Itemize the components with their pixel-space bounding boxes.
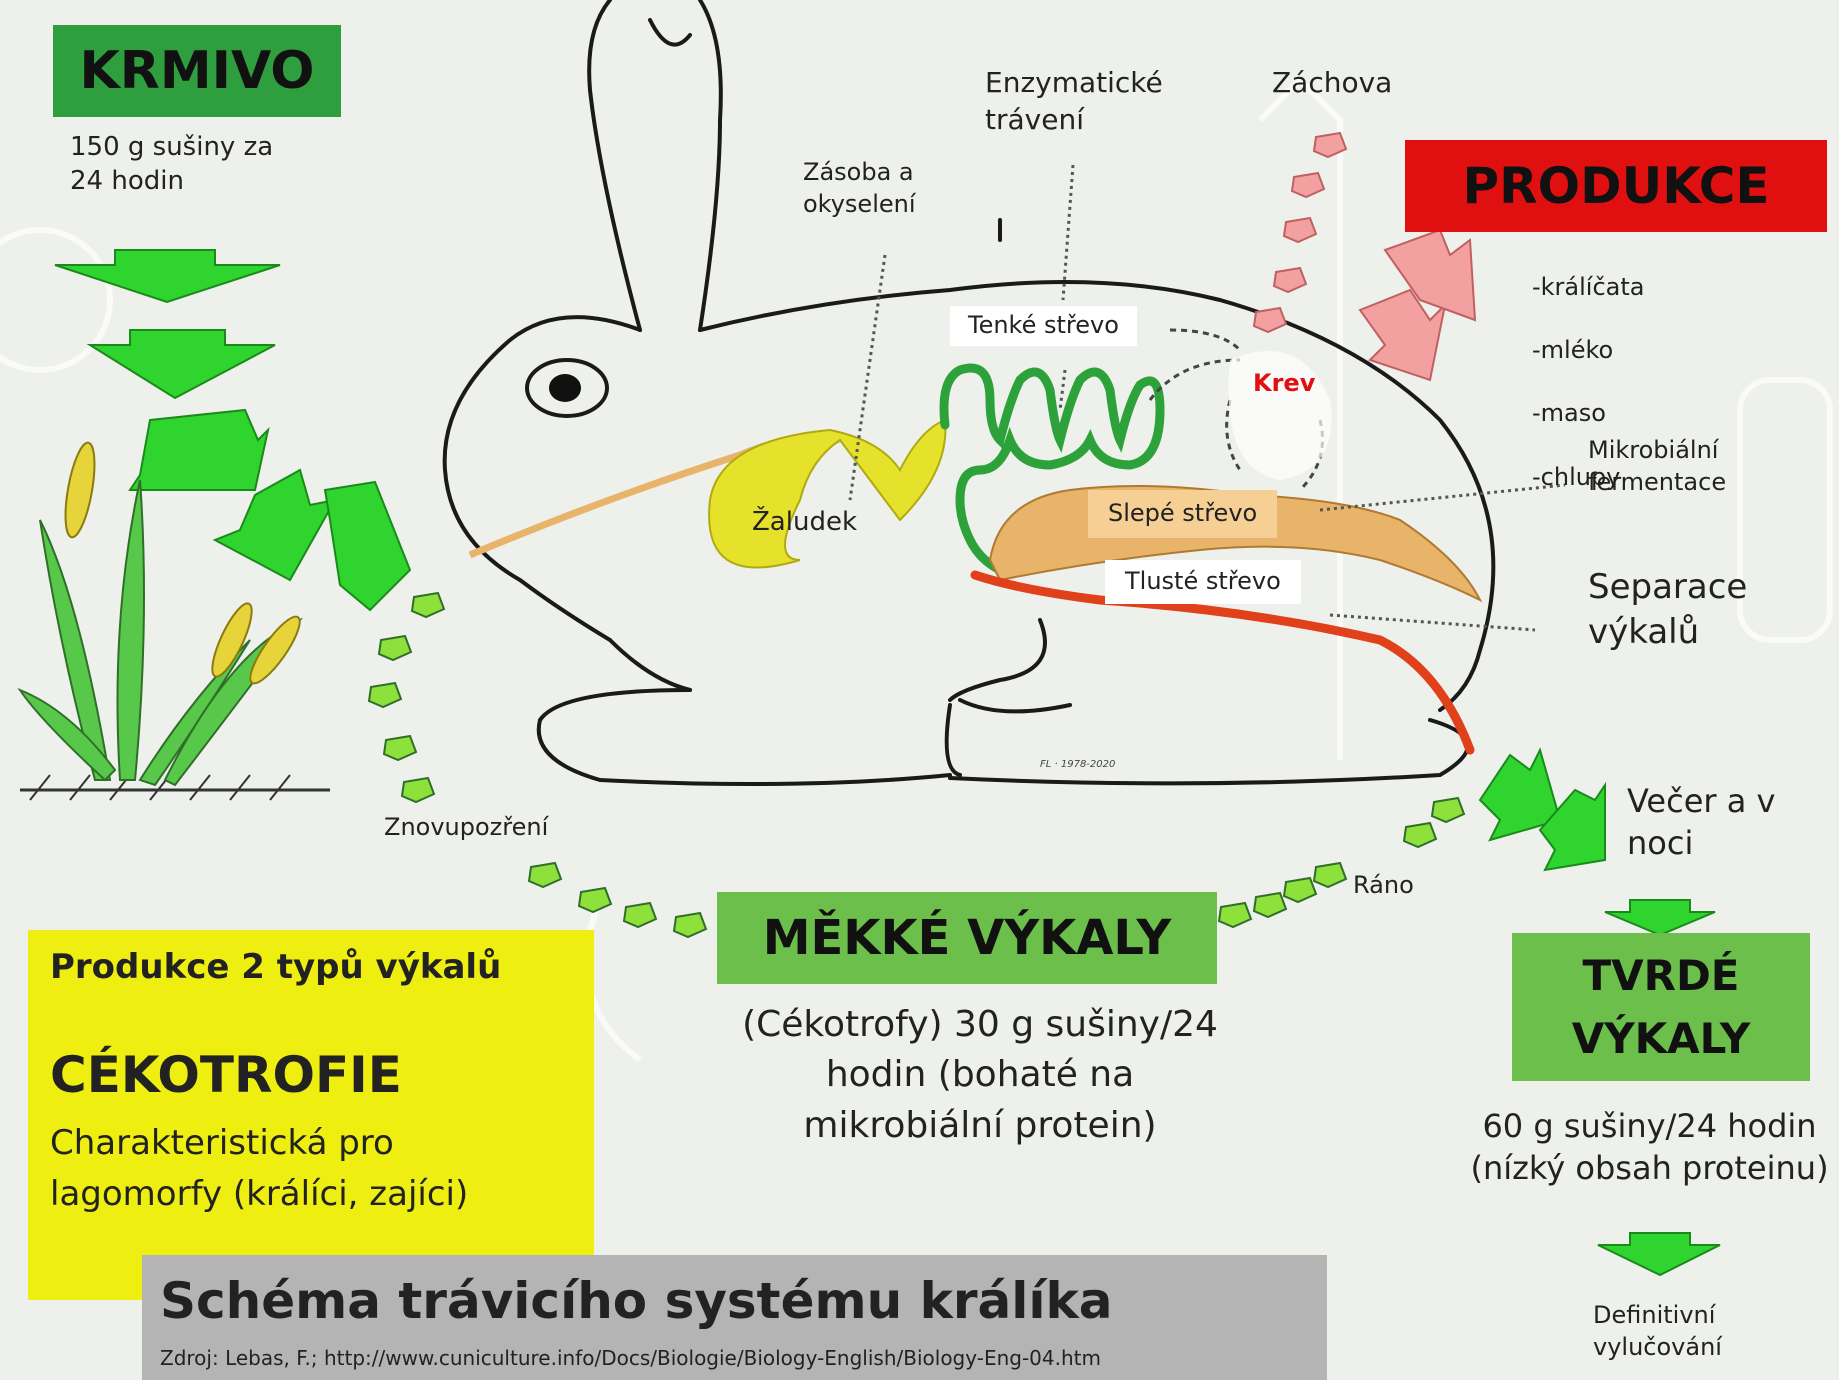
feed-title-box: KRMIVO: [53, 25, 341, 117]
source-citation: Zdroj: Lebas, F.; http://www.cuniculture…: [160, 1345, 1101, 1371]
info-description: Charakteristická pro lagomorfy (králíci,…: [50, 1118, 468, 1220]
info-heading: Produkce 2 typů výkalů: [50, 945, 501, 990]
production-title-box: PRODUKCE: [1405, 140, 1827, 232]
production-item: -králíčata: [1532, 272, 1645, 304]
label-feces-separation: Separace výkalů: [1588, 565, 1747, 655]
label-caecum: Slepé střevo: [1088, 490, 1277, 538]
label-enzymatic-digestion: Enzymatické trávení: [985, 65, 1163, 139]
stomach-shape: [709, 420, 945, 568]
soft-feces-title-box: MĚKKÉ VÝKALY: [717, 892, 1217, 984]
label-stomach: Žaludek: [752, 505, 857, 539]
hard-feces-arrows: [1480, 750, 1605, 870]
production-arrows: [1360, 230, 1475, 380]
reingestion-arrows: [369, 593, 1464, 937]
feed-amount: 150 g sušiny za 24 hodin: [70, 130, 273, 199]
maintenance-arrows: [1254, 133, 1346, 332]
diagram-title: Schéma trávicího systému králíka: [160, 1268, 1113, 1334]
feed-arrow-5: [325, 482, 410, 610]
hard-feces-description: 60 g sušiny/24 hodin (nízký obsah protei…: [1462, 1105, 1837, 1189]
hard-feces-title-box: TVRDÉ VÝKALY: [1512, 933, 1810, 1081]
label-reingestion: Znovupozření: [384, 812, 548, 844]
label-colon: Tlusté střevo: [1105, 560, 1301, 604]
feed-arrow-2: [90, 330, 275, 398]
label-final-excretion: Definitivní vylučování: [1593, 1300, 1722, 1363]
label-storage: Zásoba a okyselení: [803, 157, 916, 220]
arrow-to-final-excretion: [1598, 1233, 1720, 1275]
hard-feces-title: TVRDÉ VÝKALY: [1572, 944, 1751, 1070]
info-term: CÉKOTROFIE: [50, 1042, 402, 1108]
production-title: PRODUKCE: [1462, 157, 1769, 215]
feed-arrow-3: [130, 410, 268, 490]
arrow-to-hard-feces: [1605, 900, 1715, 935]
label-evening-night: Večer a v noci: [1627, 780, 1775, 864]
production-item: -maso: [1532, 398, 1645, 430]
feed-title: KRMIVO: [80, 41, 315, 101]
drawing-signature: FL · 1978-2020: [1040, 758, 1115, 771]
label-morning: Ráno: [1353, 870, 1414, 902]
soft-feces-description: (Cékotrofy) 30 g sušiny/24 hodin (bohaté…: [715, 1000, 1245, 1151]
feed-arrow-1: [55, 250, 280, 302]
soft-feces-title: MĚKKÉ VÝKALY: [763, 910, 1172, 966]
production-item: -mléko: [1532, 335, 1645, 367]
label-microbial-fermentation: Mikrobiální fermentace: [1588, 435, 1726, 498]
label-blood: Krev: [1253, 368, 1315, 400]
label-small-intestine: Tenké střevo: [950, 306, 1137, 346]
rabbit-eye: [549, 374, 581, 402]
label-maintenance: Záchova: [1272, 65, 1392, 102]
